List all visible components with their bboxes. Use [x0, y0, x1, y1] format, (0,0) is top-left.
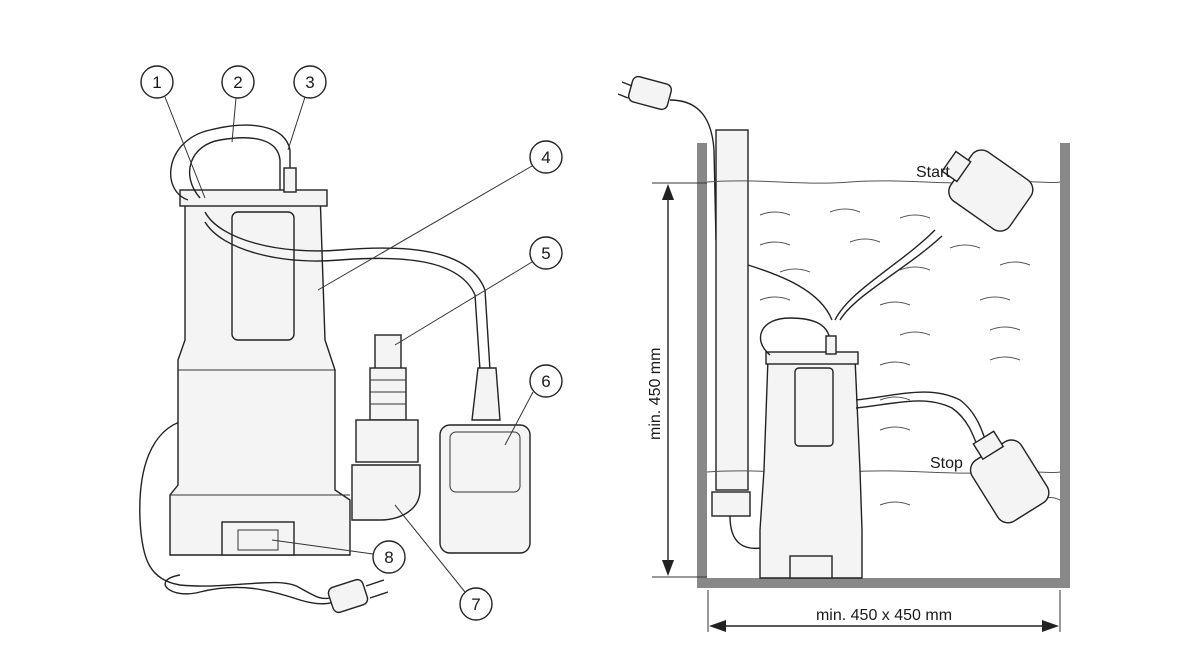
height-dimension: min. 450 mm	[647, 182, 707, 578]
pump-in-shaft	[759, 317, 863, 579]
pump-assembly-view: 1 2 3 4 5 6 7	[139, 65, 563, 621]
power-cable	[139, 419, 331, 600]
shaft-wall-left	[697, 143, 707, 588]
installation-view: Start Stop min. 450 mm min. 450 x 450 mm	[617, 75, 1070, 632]
callout-2: 2	[221, 65, 255, 143]
plug-left-icon	[327, 578, 389, 614]
callout-8: 8	[271, 539, 406, 574]
discharge-pipe	[715, 129, 749, 491]
area-dimension: min. 450 x 450 mm	[707, 590, 1061, 632]
stop-label: Stop	[930, 455, 963, 472]
callout-3: 3	[287, 65, 327, 151]
shaft-wall-right	[1060, 143, 1070, 588]
float-cable	[204, 211, 491, 371]
pump-lid	[179, 189, 328, 207]
svg-text:5: 5	[541, 244, 550, 263]
callout-1: 1	[140, 65, 206, 199]
pump-foot	[221, 521, 295, 556]
svg-text:7: 7	[471, 595, 480, 614]
min-height-label: min. 450 mm	[647, 348, 664, 440]
svg-text:8: 8	[384, 548, 393, 567]
hose-connector	[351, 334, 421, 521]
float-stop	[969, 430, 1050, 524]
svg-text:1: 1	[152, 73, 161, 92]
water-ripples	[759, 208, 1031, 431]
callout-4: 4	[317, 140, 563, 291]
svg-text:2: 2	[233, 73, 242, 92]
callout-5: 5	[394, 236, 563, 346]
float-switch	[439, 367, 531, 554]
svg-text:3: 3	[305, 73, 314, 92]
callout-7: 7	[394, 504, 493, 621]
plug-right-icon	[617, 75, 673, 111]
float-start	[941, 149, 1034, 232]
shaft-floor	[697, 578, 1070, 588]
carry-handle	[169, 124, 291, 201]
callout-6: 6	[504, 364, 563, 446]
svg-text:6: 6	[541, 372, 550, 391]
handle-recess	[231, 211, 295, 341]
start-label: Start	[916, 164, 950, 181]
pump-housing	[169, 191, 351, 556]
svg-text:4: 4	[541, 148, 550, 167]
power-cable-coil	[164, 574, 341, 605]
min-area-label: min. 450 x 450 mm	[816, 607, 952, 624]
